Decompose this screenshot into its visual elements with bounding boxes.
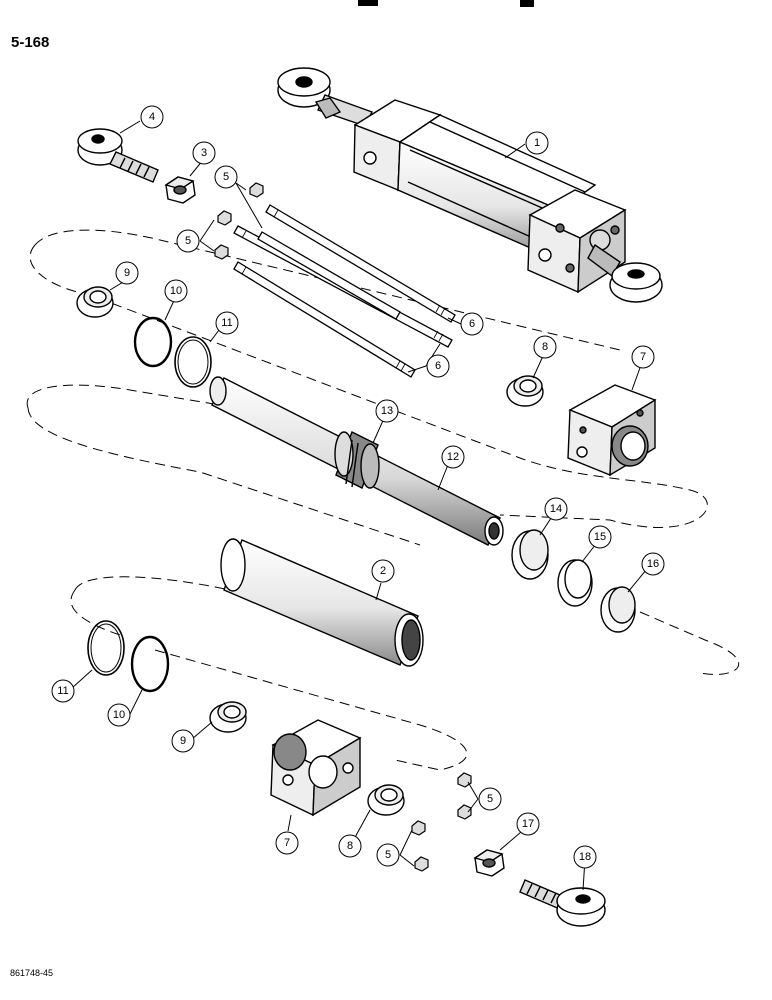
tie-rods-part-6 bbox=[233, 204, 456, 378]
callout-8a: 8 bbox=[533, 335, 557, 359]
callout-label-17: 17 bbox=[522, 818, 534, 830]
assembled-cylinder bbox=[277, 67, 663, 303]
callout-label-15: 15 bbox=[594, 531, 606, 543]
page-number: 5-168 bbox=[11, 34, 50, 51]
callout-5b: 5 bbox=[176, 229, 200, 253]
callout-5c: 5 bbox=[478, 787, 502, 811]
callout-8b: 8 bbox=[338, 834, 362, 858]
callout-9a: 9 bbox=[115, 261, 139, 285]
callout-7a: 7 bbox=[631, 345, 655, 369]
callout-11b: 11 bbox=[51, 679, 75, 703]
callout-label-6b: 6 bbox=[435, 360, 441, 372]
callout-label-14: 14 bbox=[550, 503, 562, 515]
rod-eye-part-18 bbox=[519, 879, 606, 927]
callout-label-11a: 11 bbox=[221, 317, 232, 329]
callout-label-10b: 10 bbox=[113, 709, 125, 721]
callout-5a: 5 bbox=[214, 165, 238, 189]
callout-12: 12 bbox=[441, 445, 465, 469]
callout-label-5c: 5 bbox=[487, 793, 493, 805]
bushing-part-8 bbox=[367, 375, 544, 816]
callout-9b: 9 bbox=[171, 729, 195, 753]
piston-part-13 bbox=[334, 431, 380, 489]
end-head-part-7 bbox=[270, 384, 657, 817]
callout-label-9a: 9 bbox=[124, 267, 130, 279]
callout-label-8a: 8 bbox=[542, 341, 548, 353]
callout-3: 3 bbox=[192, 141, 216, 165]
cylinder-tube-part-2 bbox=[220, 538, 424, 667]
callout-label-5b: 5 bbox=[185, 235, 191, 247]
callout-4: 4 bbox=[140, 105, 164, 129]
callout-16: 16 bbox=[641, 552, 665, 576]
callout-label-5d: 5 bbox=[385, 849, 391, 861]
callout-6b: 6 bbox=[426, 354, 450, 378]
callout-label-16: 16 bbox=[647, 558, 659, 570]
callout-label-13: 13 bbox=[381, 405, 393, 417]
callout-10b: 10 bbox=[107, 703, 131, 727]
callout-13: 13 bbox=[375, 399, 399, 423]
callout-label-12: 12 bbox=[447, 451, 459, 463]
callout-label-7a: 7 bbox=[640, 351, 646, 363]
callout-label-8b: 8 bbox=[347, 840, 353, 852]
callout-label-11b: 11 bbox=[57, 685, 68, 697]
callout-label-5a: 5 bbox=[223, 171, 229, 183]
callout-7b: 7 bbox=[275, 831, 299, 855]
cropped-heading-fragment bbox=[358, 0, 534, 7]
tie-rod-nuts-part-5 bbox=[214, 182, 472, 872]
callout-label-7b: 7 bbox=[284, 837, 290, 849]
bushing-part-9 bbox=[76, 286, 247, 733]
callout-18: 18 bbox=[573, 845, 597, 869]
seal-kit-outline-lower bbox=[70, 576, 468, 771]
callout-label-1: 1 bbox=[534, 137, 540, 149]
callout-label-9b: 9 bbox=[180, 735, 186, 747]
callout-15: 15 bbox=[588, 525, 612, 549]
seal-kit-outline-middle bbox=[26, 384, 740, 675]
callout-6a: 6 bbox=[460, 312, 484, 336]
callout-label-10a: 10 bbox=[170, 285, 182, 297]
drawing-code: 861748-45 bbox=[10, 968, 54, 978]
callout-label-3: 3 bbox=[201, 147, 207, 159]
callout-5d: 5 bbox=[376, 843, 400, 867]
seal-kit-outline-upper bbox=[29, 229, 708, 528]
jam-nut-part-3 bbox=[164, 176, 196, 204]
callout-17: 17 bbox=[516, 812, 540, 836]
callout-2: 2 bbox=[371, 559, 395, 583]
jam-nut-part-17 bbox=[473, 849, 505, 877]
callout-label-18: 18 bbox=[579, 851, 591, 863]
callout-10a: 10 bbox=[164, 279, 188, 303]
callout-11a: 11 bbox=[215, 311, 239, 335]
seal-rings-part-14-15-16 bbox=[511, 529, 636, 633]
callout-label-4: 4 bbox=[149, 111, 155, 123]
callout-label-2: 2 bbox=[380, 565, 386, 577]
rod-eye-part-4 bbox=[77, 128, 159, 183]
callout-14: 14 bbox=[544, 497, 568, 521]
callouts: 1 2 3 4 5 5 5 5 6 6 7 7 8 8 9 9 10 10 11… bbox=[51, 105, 665, 869]
o-rings-part-10-11 bbox=[87, 316, 212, 693]
callout-label-6a: 6 bbox=[469, 318, 475, 330]
callout-1: 1 bbox=[525, 131, 549, 155]
